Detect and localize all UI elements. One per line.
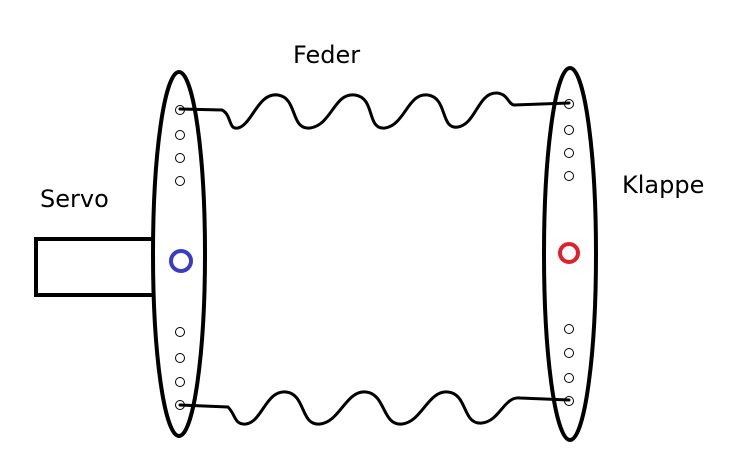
hole — [564, 171, 574, 181]
servo-body — [34, 237, 153, 297]
hole — [564, 148, 574, 158]
upper-spring — [178, 91, 571, 130]
lower-spring — [178, 390, 571, 426]
servo-arm — [151, 70, 207, 438]
flap-arm-holes — [564, 99, 574, 406]
hole — [564, 373, 574, 383]
servo-label: Servo — [40, 185, 109, 213]
hole — [175, 377, 185, 387]
hole — [564, 324, 574, 334]
hole — [175, 327, 185, 337]
flap-label: Klappe — [622, 171, 705, 199]
hole — [175, 130, 185, 140]
servo-pivot — [169, 249, 193, 273]
hole — [175, 353, 185, 363]
flap-arm — [542, 66, 598, 442]
hole — [175, 176, 185, 186]
hole — [564, 125, 574, 135]
servo-arm-holes — [175, 105, 185, 410]
hole — [564, 348, 574, 358]
flap-pivot — [558, 242, 580, 264]
hole — [175, 153, 185, 163]
spring-label: Feder — [293, 41, 361, 69]
